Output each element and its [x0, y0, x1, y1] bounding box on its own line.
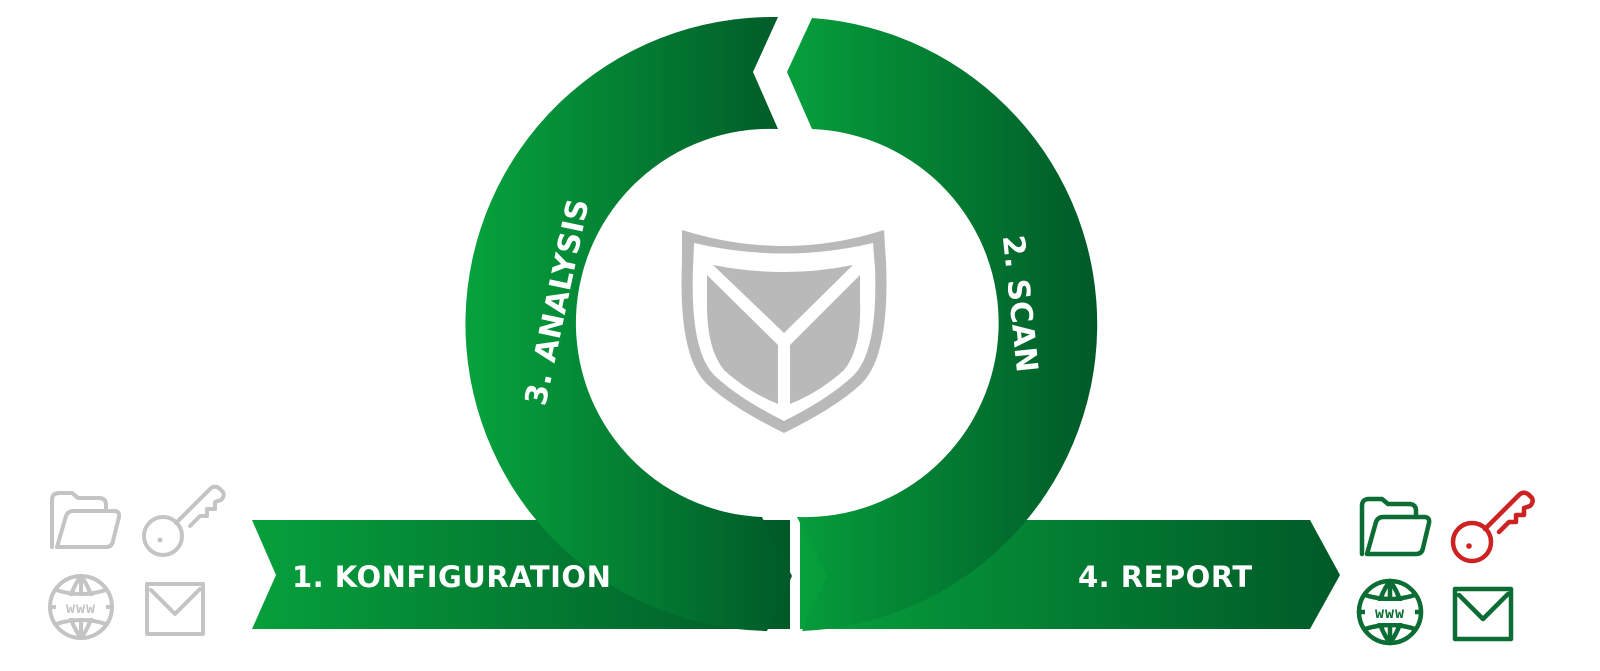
- shield-icon: [681, 230, 887, 433]
- www-text: www: [66, 599, 96, 617]
- globe-www-icon: www: [1356, 578, 1424, 646]
- globe-www-icon: www: [48, 574, 114, 640]
- envelope-icon: [1452, 586, 1514, 642]
- folder-icon: [1359, 496, 1432, 557]
- step-3-arc: [465, 16, 792, 631]
- step-1-label: 1. KONFIGURATION: [292, 560, 611, 594]
- key-icon: [1450, 490, 1535, 564]
- step-2-arc: [787, 18, 1098, 631]
- envelope-icon: [145, 582, 205, 636]
- right-icon-group: www: [1356, 490, 1535, 646]
- www-text: www: [1375, 604, 1405, 622]
- key-icon: [142, 484, 226, 557]
- left-icon-group: www: [48, 484, 226, 640]
- folder-icon: [50, 491, 122, 549]
- step-4-label: 4. REPORT: [1078, 560, 1253, 594]
